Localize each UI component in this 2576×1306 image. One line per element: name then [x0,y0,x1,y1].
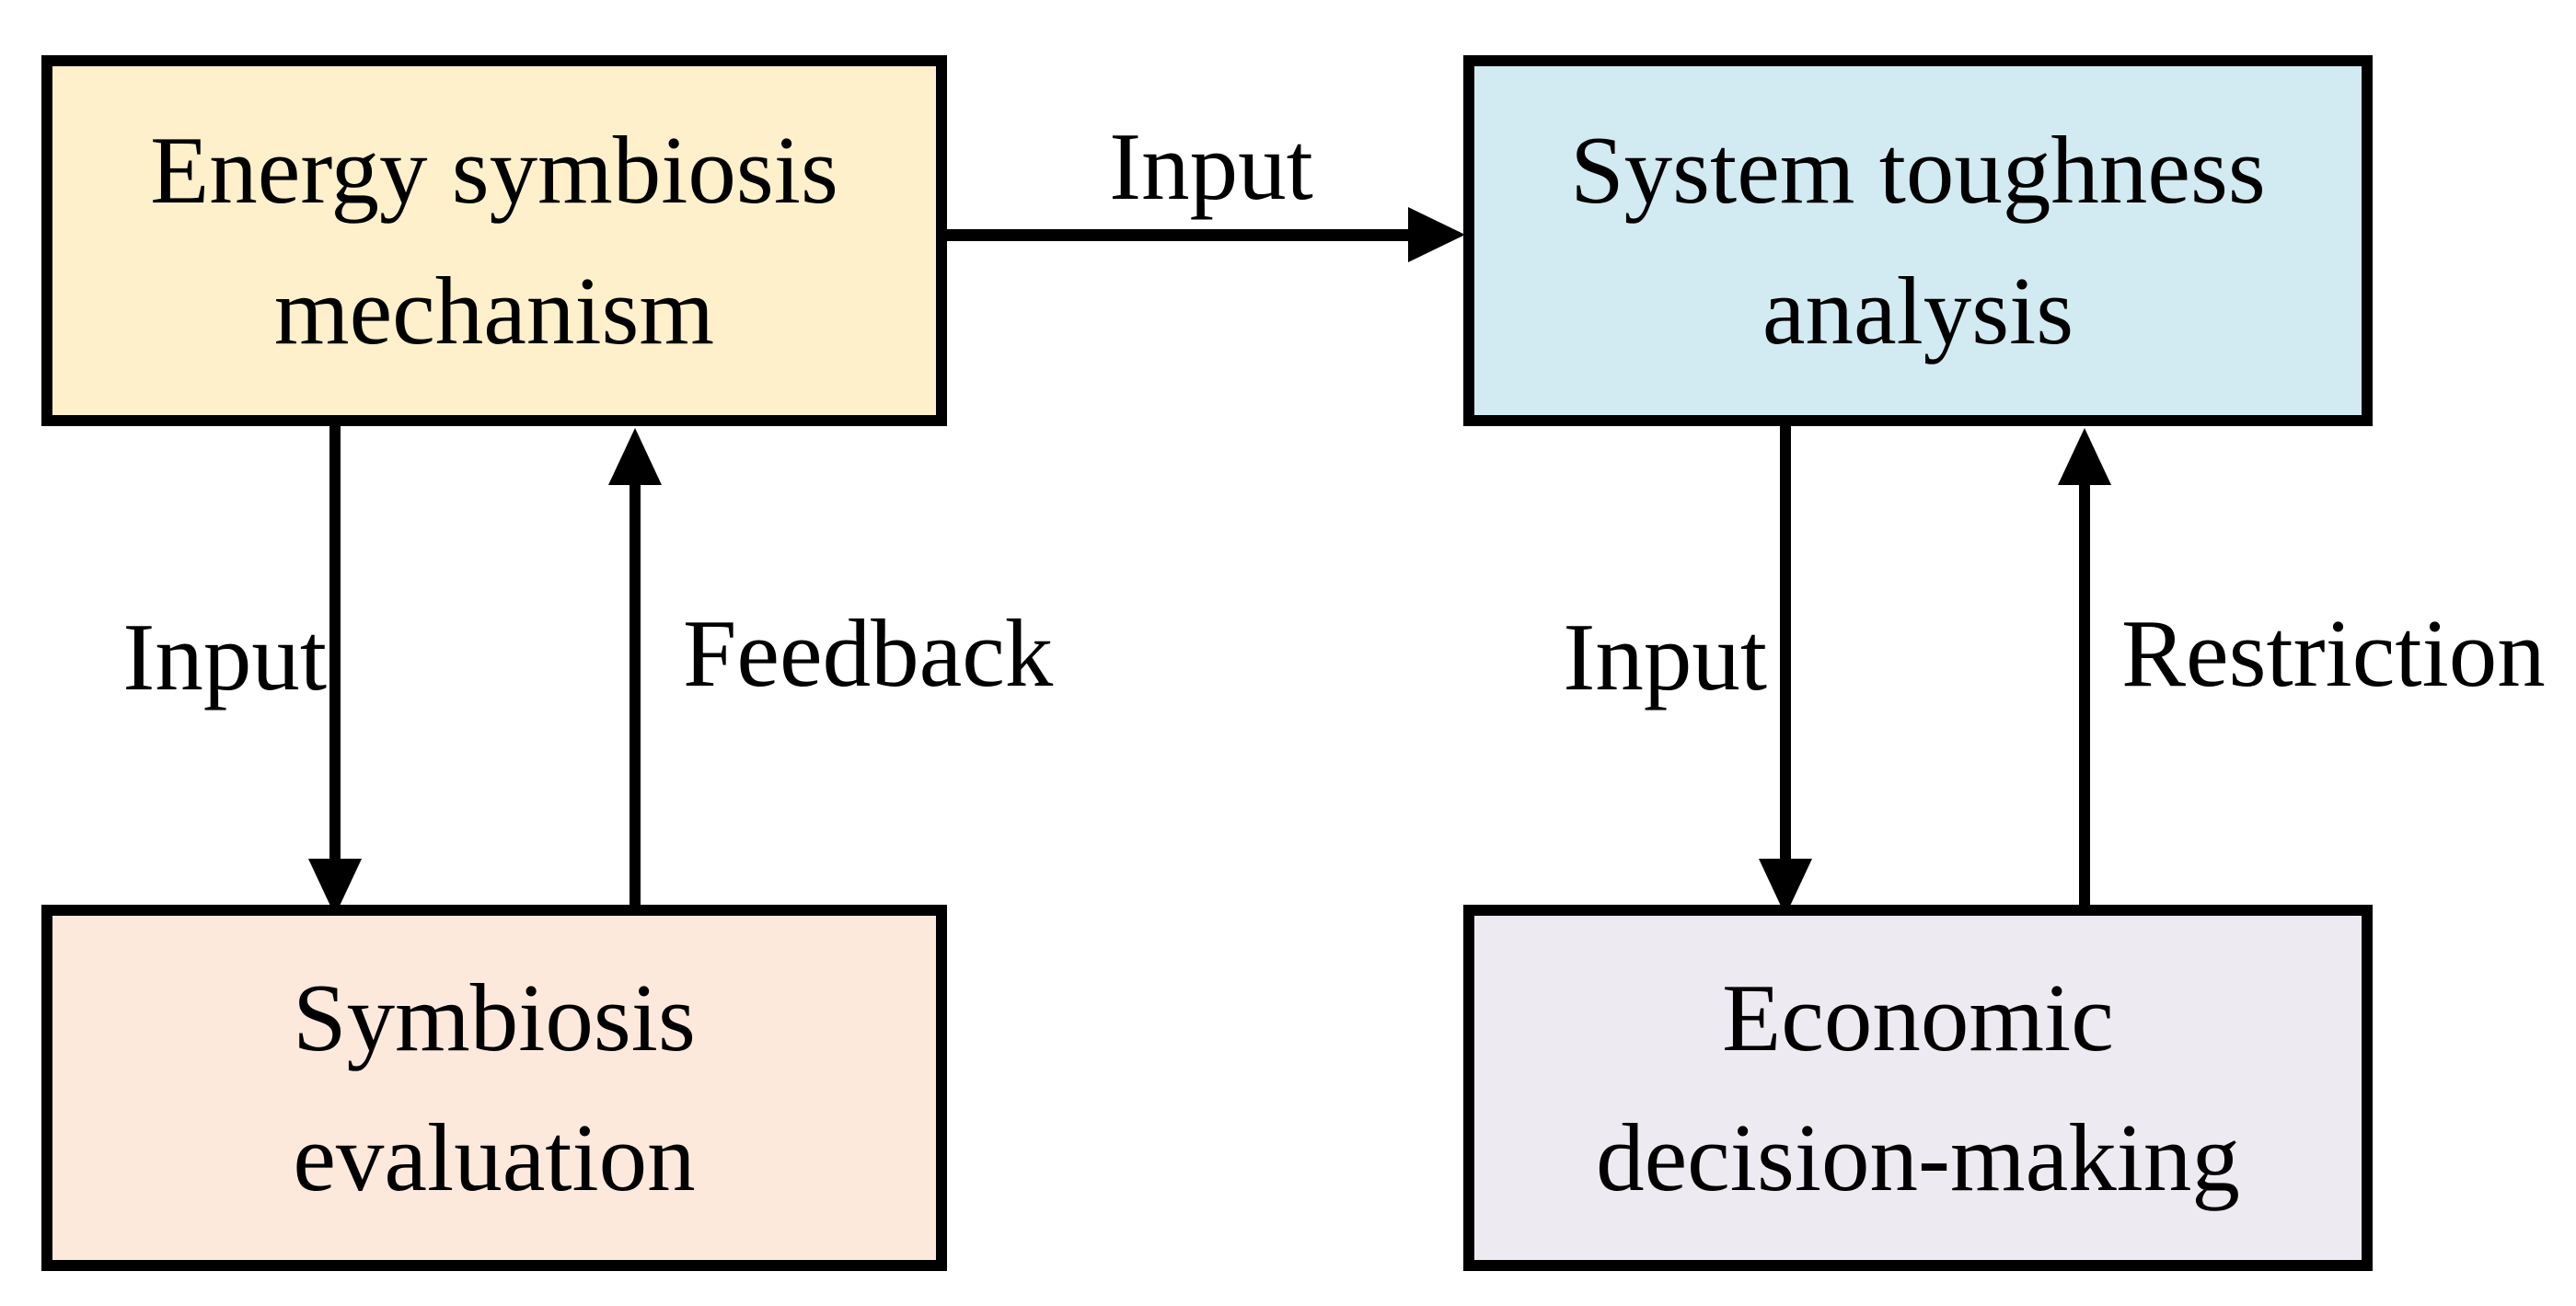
arrowhead-right-input-top-icon [1408,207,1465,262]
arrow-label-input-right: Input [1563,603,1767,711]
arrow-label-input-top: Input [1109,112,1313,220]
box-label-system-toughness-analysis: System toughness analysis [1570,116,2266,364]
arrow-line-input-top [947,229,1412,241]
arrowhead-down-input-right-icon [1759,859,1812,916]
box-symbiosis-evaluation: Symbiosis evaluation [41,905,947,1271]
arrow-label-restriction: Restriction [2121,599,2546,707]
box-label-symbiosis-evaluation: Symbiosis evaluation [293,963,696,1211]
arrowhead-up-feedback-icon [608,428,662,485]
arrowhead-up-restriction-icon [2058,428,2111,485]
arrow-line-restriction [2079,483,2090,905]
arrow-line-feedback [630,483,641,905]
box-system-toughness-analysis: System toughness analysis [1463,55,2373,426]
box-economic-decision-making: Economic decision-making [1463,905,2373,1271]
arrow-label-input-left: Input [122,603,327,711]
arrow-label-feedback: Feedback [683,599,1054,707]
box-label-energy-symbiosis-mechanism: Energy symbiosis mechanism [150,116,838,364]
arrowhead-down-input-left-icon [308,859,362,916]
arrow-line-input-right [1780,426,1791,862]
box-label-economic-decision-making: Economic decision-making [1596,963,2240,1211]
box-energy-symbiosis-mechanism: Energy symbiosis mechanism [41,55,947,426]
arrow-line-input-left [329,426,341,862]
